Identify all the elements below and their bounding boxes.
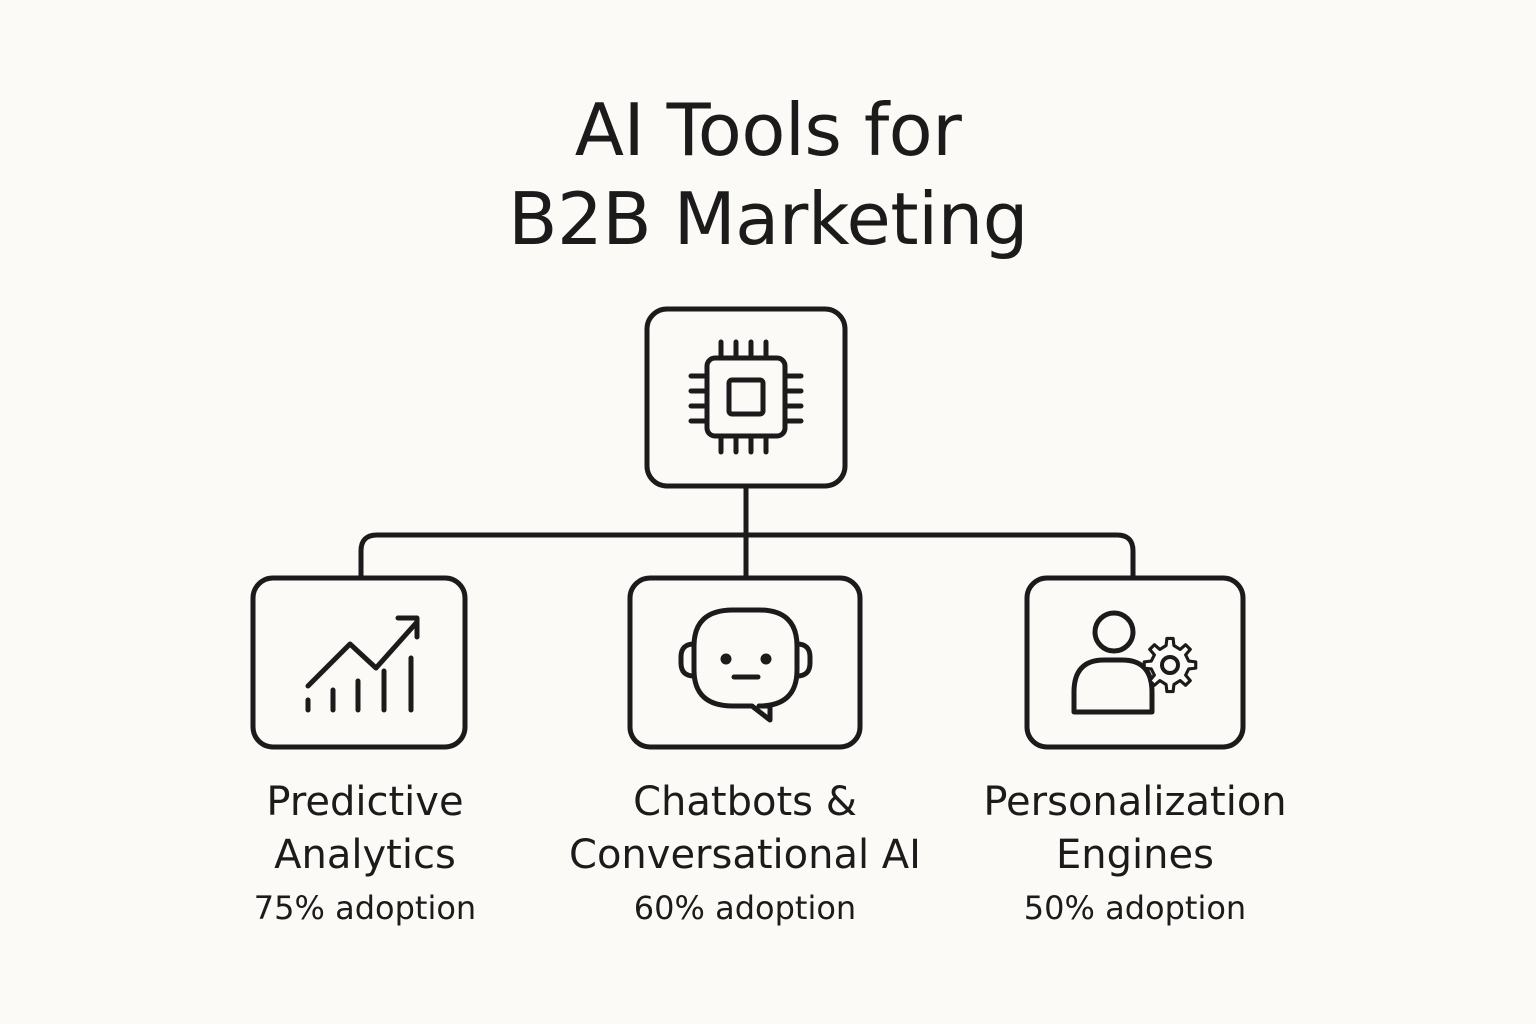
- tool-adoption: 75% adoption: [253, 889, 477, 927]
- connector-lines: [358, 483, 1136, 581]
- tool-node-predictive-analytics: [250, 575, 468, 750]
- tool-name-line-1: Chatbots &: [633, 779, 857, 825]
- tool-name-line-2: Conversational AI: [569, 832, 921, 878]
- tool-node-chatbots: [627, 575, 863, 750]
- page-title: AI Tools for B2B Marketing: [0, 86, 1536, 264]
- tool-node-personalization-engines: [1024, 575, 1246, 750]
- robot-chat-icon: [678, 607, 813, 723]
- tool-name-line-1: Predictive: [266, 779, 464, 825]
- tool-name-line-2: Engines: [1056, 832, 1214, 878]
- tool-label-personalization-engines: Personalization Engines 50% adoption: [955, 776, 1315, 928]
- root-node-box: [644, 306, 848, 489]
- tool-node-box: [250, 575, 468, 750]
- connector-right: [743, 532, 1136, 581]
- root-node: [644, 306, 848, 489]
- tool-name-line-1: Personalization: [983, 779, 1287, 825]
- cpu-chip-icon: [688, 339, 804, 455]
- tool-adoption: 50% adoption: [1023, 889, 1247, 927]
- title-line-1: AI Tools for: [574, 88, 962, 172]
- tool-node-box: [627, 575, 863, 750]
- tool-label-predictive-analytics: Predictive Analytics 75% adoption: [200, 776, 530, 928]
- title-line-2: B2B Marketing: [508, 177, 1028, 261]
- connector-left: [358, 532, 749, 581]
- tool-adoption: 60% adoption: [633, 889, 857, 927]
- user-gear-icon: [1071, 610, 1198, 715]
- trending-bar-chart-icon: [305, 615, 420, 713]
- tool-name-line-2: Analytics: [274, 832, 456, 878]
- tool-node-box: [1024, 575, 1246, 750]
- tool-label-chatbots: Chatbots & Conversational AI 60% adoptio…: [545, 776, 945, 928]
